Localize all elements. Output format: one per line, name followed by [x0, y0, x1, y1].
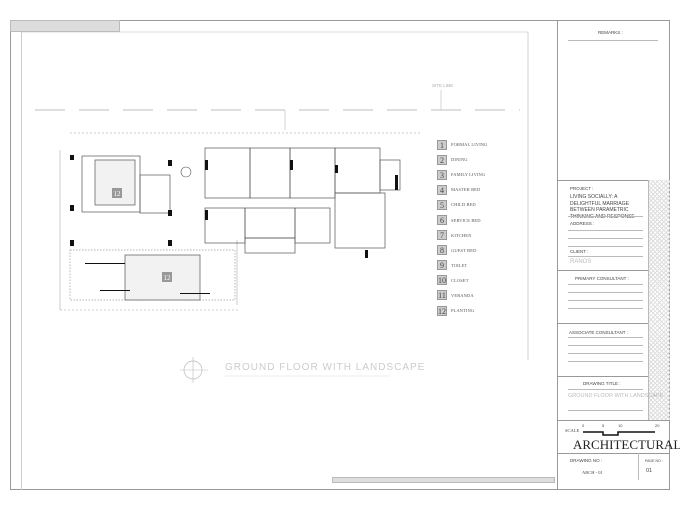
legend-number: 6 — [437, 215, 447, 226]
legend-label: PLANTING — [451, 308, 475, 314]
scale-tick: 0 — [582, 423, 585, 428]
address-label: ADDRESS : — [570, 221, 595, 226]
legend-item: 3 FAMILY LIVING — [437, 167, 488, 182]
scale-tick: 10 — [618, 423, 623, 428]
top-bar — [10, 20, 120, 32]
site-line-label: SITE LINE — [432, 83, 454, 88]
legend-number: 11 — [437, 290, 447, 301]
legend-item: 1 FORMAL LIVING — [437, 137, 488, 152]
legend-number: 1 — [437, 139, 447, 150]
legend-label: CHILD BED — [451, 202, 476, 208]
drawing-title-value: GROUND FLOOR WITH LANDSCAPE — [568, 393, 664, 399]
title-block — [557, 20, 670, 490]
legend-number: 2 — [437, 154, 447, 165]
legend-number: 3 — [437, 169, 447, 180]
project-label: PROJECT : — [570, 186, 594, 191]
associate-consultant-label: ASSOCIATE CONSULTANT : — [569, 330, 628, 335]
primary-consultant-label: PRIMARY CONSULTANT : — [575, 276, 629, 281]
drawing-no-label: DRAWING NO : — [570, 458, 603, 463]
legend-label: VERANDA — [451, 292, 474, 298]
legend: 1 FORMAL LIVING 2 DINING 3 FAMILY LIVING 4 MAST… — [437, 137, 488, 318]
legend-number: 8 — [437, 245, 447, 256]
legend-item: 7 KITCHEN — [437, 228, 488, 243]
legend-item: 9 TOILET — [437, 258, 488, 273]
legend-number: 4 — [437, 184, 447, 195]
binding-strip — [10, 20, 22, 490]
page-no-label: PAGE NO : — [645, 459, 663, 463]
legend-number: 7 — [437, 230, 447, 241]
legend-label: FORMAL LIVING — [451, 142, 488, 148]
legend-label: FAMILY LIVING — [451, 172, 486, 178]
scale-tick: 20 — [655, 423, 660, 428]
legend-item: 5 CHILD BED — [437, 197, 488, 212]
legend-item: 8 GUEST BED — [437, 243, 488, 258]
svg-text:12: 12 — [164, 274, 172, 282]
scale-bar — [583, 431, 655, 436]
bottom-bar — [332, 477, 555, 483]
legend-label: MASTER BED — [451, 187, 481, 193]
floor-plan: 12 12 — [22, 31, 529, 383]
legend-number: 12 — [437, 305, 447, 316]
legend-item: 12 PLANTING — [437, 303, 488, 318]
legend-number: 10 — [437, 275, 447, 286]
legend-label: KITCHEN — [451, 232, 472, 238]
legend-item: 6 SERVICE BED — [437, 212, 488, 227]
scale-label: SCALE — [565, 428, 580, 433]
legend-item: 4 MASTER BED — [437, 182, 488, 197]
scale-tick: 5 — [602, 423, 605, 428]
svg-text:12: 12 — [114, 190, 122, 198]
hatch-strip — [648, 180, 670, 420]
legend-label: TOILET — [451, 262, 468, 268]
legend-number: 9 — [437, 260, 447, 271]
legend-label: SERVICE BED — [451, 217, 481, 223]
firm-name: ARCHITECTURAL — [573, 437, 680, 452]
legend-item: 10 CLOSET — [437, 273, 488, 288]
legend-item: 11 VERANDA — [437, 288, 488, 303]
remarks-label: REMARKS : — [598, 30, 623, 35]
page-no: 01 — [646, 468, 653, 474]
legend-label: GUEST BED — [451, 247, 477, 253]
drawing-title: GROUND FLOOR WITH LANDSCAPE — [225, 362, 426, 373]
client-name: RANOS — [570, 259, 592, 265]
client-label: CLIENT : — [570, 249, 589, 254]
legend-label: CLOSET — [451, 277, 469, 283]
drawing-no: ARCH - 01 — [582, 470, 603, 475]
legend-number: 5 — [437, 199, 447, 210]
legend-item: 2 DINING — [437, 152, 488, 167]
legend-label: DINING — [451, 157, 468, 163]
drawing-title-label: DRAWING TITLE : — [583, 381, 621, 386]
